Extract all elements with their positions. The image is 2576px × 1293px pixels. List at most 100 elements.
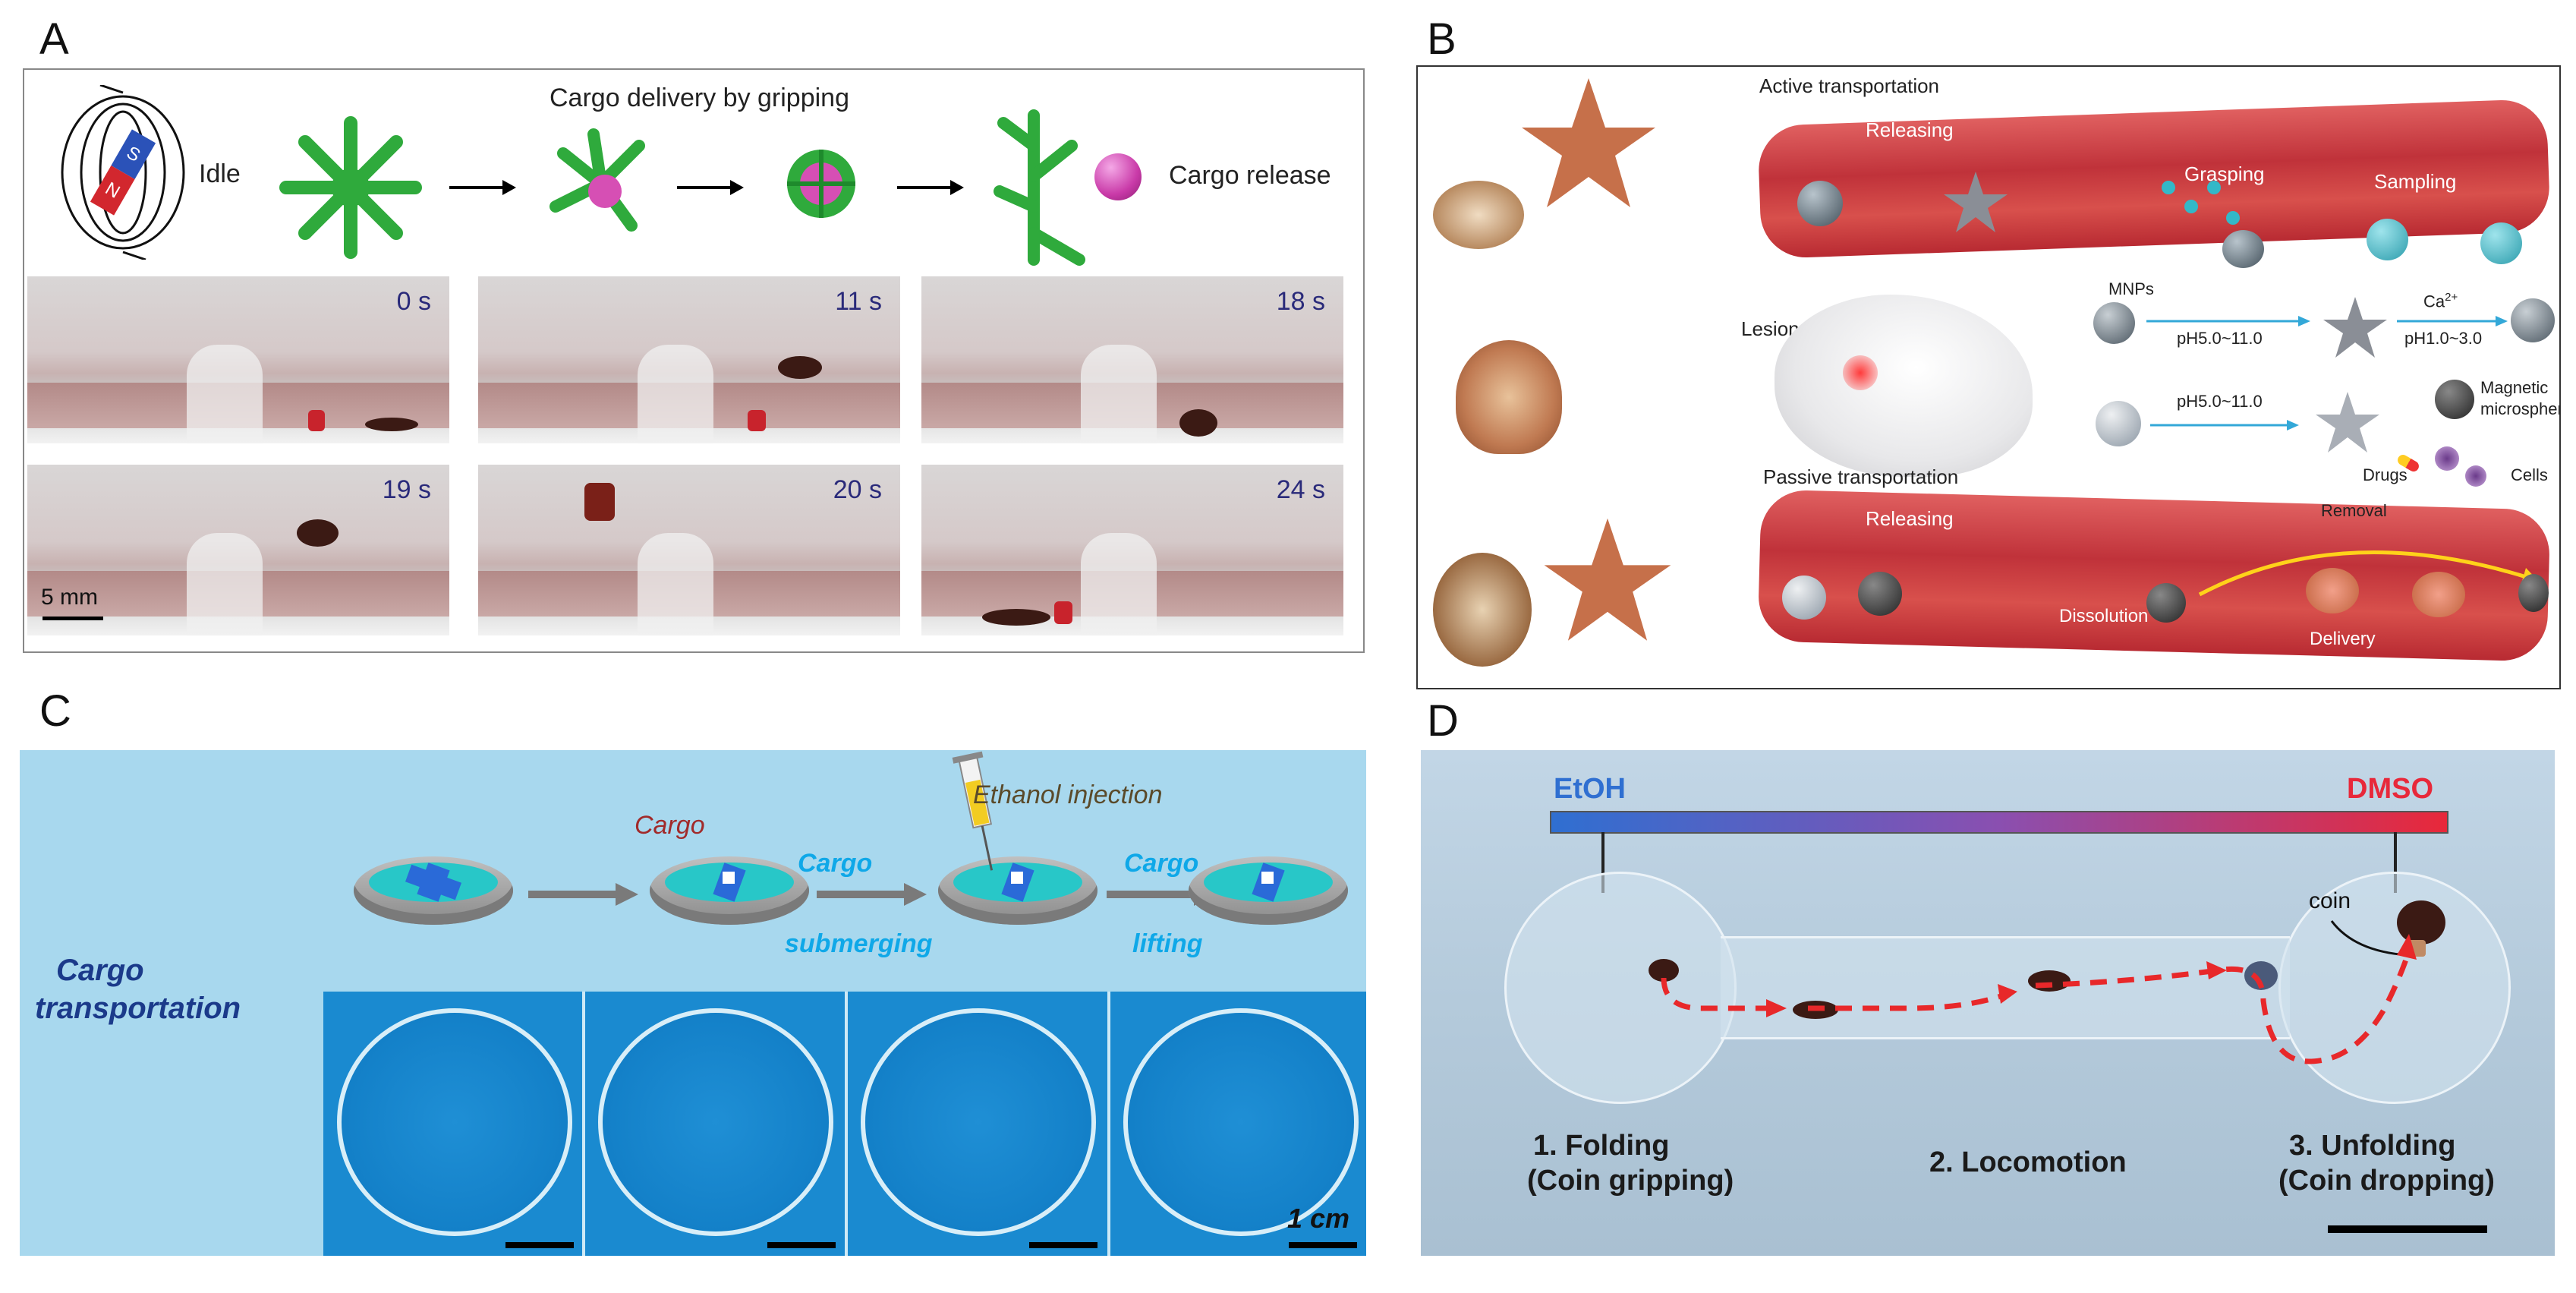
step-label: (Coin dropping) (2278, 1165, 2495, 1197)
frame-time: 11 s (835, 287, 882, 316)
sampling-label: Sampling (2374, 170, 2457, 193)
scale-label: 1 cm (1287, 1203, 1350, 1234)
coin-label: coin (2309, 888, 2351, 913)
petri-dish-photo (861, 1008, 1096, 1236)
lesion-spot (1843, 355, 1878, 390)
robot (2028, 970, 2071, 992)
photo-divider (845, 992, 848, 1256)
scale-bar (43, 617, 103, 620)
photo-frame: 20 s (478, 465, 900, 635)
panel-a-title: Cargo delivery by gripping (550, 84, 849, 112)
cell-icon (2465, 465, 2486, 487)
releasing-label: Releasing (1866, 118, 1954, 141)
step-label: (Coin gripping) (1527, 1165, 1734, 1197)
panel-c: Cargo transportation Cargo Cargo submerg… (20, 750, 1366, 1256)
star-particle-icon (1944, 172, 2008, 232)
microsphere (2511, 298, 2555, 342)
petri-dish-schematic (938, 856, 1097, 925)
syringe-icon (952, 751, 994, 871)
magnetic-microsphere (2435, 380, 2474, 419)
cargo-transport-title-1: Cargo (56, 954, 144, 987)
ethanol-label: Ethanol injection (973, 781, 1163, 809)
starfish-icon (1544, 518, 1671, 641)
cargo-release-label: Cargo release (1169, 161, 1331, 190)
photo-divider (1107, 992, 1110, 1256)
cyan-particle (2207, 181, 2221, 194)
ph-label: pH5.0~11.0 (2177, 392, 2263, 411)
shell-cage (1456, 340, 1562, 454)
photo-frame: 0 s (27, 276, 449, 443)
microsphere (1797, 181, 1843, 226)
photo-frame: 18 s (921, 276, 1343, 443)
rat (1775, 295, 2033, 477)
releasing-label: Releasing (1866, 507, 1954, 530)
step-label: 3. Unfolding (2289, 1130, 2456, 1162)
shell-closed (1433, 181, 1524, 249)
arrow-icon (897, 180, 964, 195)
cargo-transport-title-2: transportation (35, 992, 241, 1025)
active-transport-label: Active transportation (1759, 74, 1940, 97)
petri-dish-schematic (1189, 856, 1348, 925)
scale-bar (767, 1242, 836, 1248)
microsphere (2146, 583, 2186, 623)
arrow-icon (817, 883, 927, 906)
step-label: 1. Folding (1533, 1130, 1670, 1162)
step-label: Cargo (1124, 849, 1199, 878)
tumor-cell (2412, 572, 2465, 617)
ph-label: pH1.0~3.0 (2404, 329, 2483, 348)
ph-label: pH5.0~11.0 (2177, 329, 2263, 348)
cells-label: Cells (2511, 465, 2548, 484)
step-label: Cargo (798, 849, 873, 878)
tumor-cell (2306, 568, 2359, 613)
dissolution-label: Dissolution (2059, 606, 2149, 626)
microsphere (2096, 401, 2141, 446)
petri-dish-schematic (650, 856, 809, 925)
connector-right (2394, 832, 2397, 893)
gripper-open-icon (279, 116, 422, 259)
cargo-label: Cargo (635, 811, 705, 840)
arrow-icon (677, 180, 744, 195)
scale-bar (505, 1242, 574, 1248)
panel-label-c: C (39, 686, 71, 736)
frame-time: 19 s (382, 475, 431, 504)
connector-left (1601, 832, 1604, 893)
microsphere (1858, 572, 1902, 616)
step-label: submerging (785, 929, 933, 958)
microsphere (2093, 302, 2135, 344)
step-label: lifting (1132, 929, 1203, 958)
arrow-icon (528, 883, 638, 906)
gripper-release-icon (994, 109, 1085, 266)
star-particle-icon (2316, 392, 2379, 453)
petri-dish-photo (1123, 1008, 1359, 1236)
etoh-label: EtOH (1554, 773, 1626, 805)
cargo-sphere (1094, 153, 1142, 200)
drugs-label: Drugs (2363, 465, 2408, 484)
petri-dish-schematic (354, 856, 513, 925)
panel-label-d: D (1427, 696, 1459, 746)
cyan-particle (2226, 211, 2240, 225)
scale-bar (1029, 1242, 1097, 1248)
scale-label: 5 mm (41, 585, 98, 610)
gripper-closed-icon (787, 150, 855, 218)
cell-icon (2435, 446, 2459, 471)
microsphere (2222, 230, 2264, 268)
microsphere (2367, 219, 2408, 260)
idle-label: Idle (199, 159, 241, 188)
trajectory-path (1661, 934, 2417, 1064)
scale-bar (1289, 1242, 1357, 1248)
arrow-icon (2397, 316, 2508, 326)
starfish-icon (1522, 78, 1655, 207)
coin-pointer (2330, 920, 2408, 957)
photo-frame: 11 s (478, 276, 900, 443)
ca-text: Ca (2423, 292, 2445, 311)
dmso-label: DMSO (2347, 773, 2433, 805)
grasping-label: Grasping (2184, 162, 2265, 185)
ca-charge: 2+ (2445, 291, 2458, 304)
frame-time: 20 s (833, 475, 882, 504)
gradient-bar (1550, 811, 2448, 834)
panel-label-b: B (1427, 14, 1456, 64)
cyan-particle (2162, 181, 2175, 194)
gripper-gripping-icon (550, 128, 645, 232)
removal-label: Removal (2321, 501, 2387, 520)
shell-open (1433, 553, 1532, 667)
